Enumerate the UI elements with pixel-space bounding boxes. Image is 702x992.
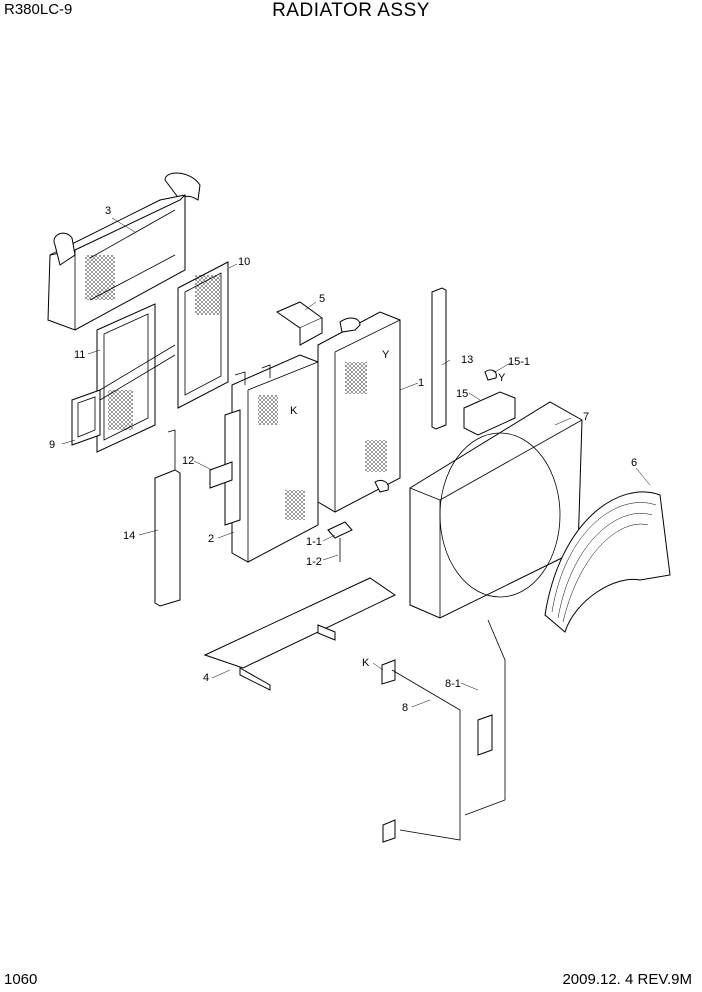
callout-12: 12 [182, 455, 194, 467]
part-4-support [203, 577, 396, 691]
callout-4: 4 [203, 672, 209, 684]
part-3-intercooler [47, 172, 201, 331]
part-13-bar [431, 287, 447, 430]
label-k-radiator: K [290, 405, 298, 417]
callout-9: 9 [49, 439, 55, 451]
callout-10: 10 [238, 256, 250, 268]
callout-1: 1 [418, 377, 424, 389]
page-number: 1060 [4, 971, 38, 988]
revision-date: 2009.12. 4 REV.9M [562, 971, 692, 988]
page-title: RADIATOR ASSY [272, 0, 430, 21]
callout-14: 14 [123, 530, 135, 542]
part-12-bracket [209, 461, 233, 489]
callout-leaders [61, 217, 651, 708]
model-number: R380LC-9 [4, 1, 73, 18]
callout-8-1: 8-1 [445, 678, 461, 690]
part-9-frame [71, 344, 176, 446]
callout-3: 3 [105, 205, 111, 217]
part-6-fan-guard [544, 491, 671, 633]
callout-8: 8 [402, 702, 408, 714]
part-10-screen [177, 261, 229, 409]
callout-6: 6 [631, 457, 637, 469]
part-1-1-valve [327, 521, 353, 562]
callout-15-1: 15-1 [508, 356, 530, 368]
part-11-screen [96, 303, 156, 453]
part-2-radiator [224, 354, 319, 563]
part-1-radiator-core [317, 311, 401, 513]
callout-11: 11 [74, 349, 85, 361]
label-k-frame: K [362, 657, 370, 669]
callout-1-2: 1-2 [306, 556, 322, 568]
callout-2: 2 [208, 533, 214, 545]
part-8-pipe-frame [381, 619, 506, 843]
callout-5: 5 [319, 293, 325, 305]
callout-7: 7 [583, 411, 589, 423]
callout-1-1: 1-1 [306, 536, 322, 548]
callout-15: 15 [456, 388, 468, 400]
callout-13: 13 [461, 354, 473, 366]
part-14-bar [154, 429, 181, 607]
callout-labels: 3 10 5 11 9 Y K 13 1 15-1 Y 15 7 6 12 14… [49, 205, 637, 714]
part-15-reservoir [463, 369, 516, 436]
label-y-reservoir: Y [498, 372, 506, 384]
label-y-radiator: Y [382, 349, 390, 361]
part-5-bracket [275, 301, 323, 346]
